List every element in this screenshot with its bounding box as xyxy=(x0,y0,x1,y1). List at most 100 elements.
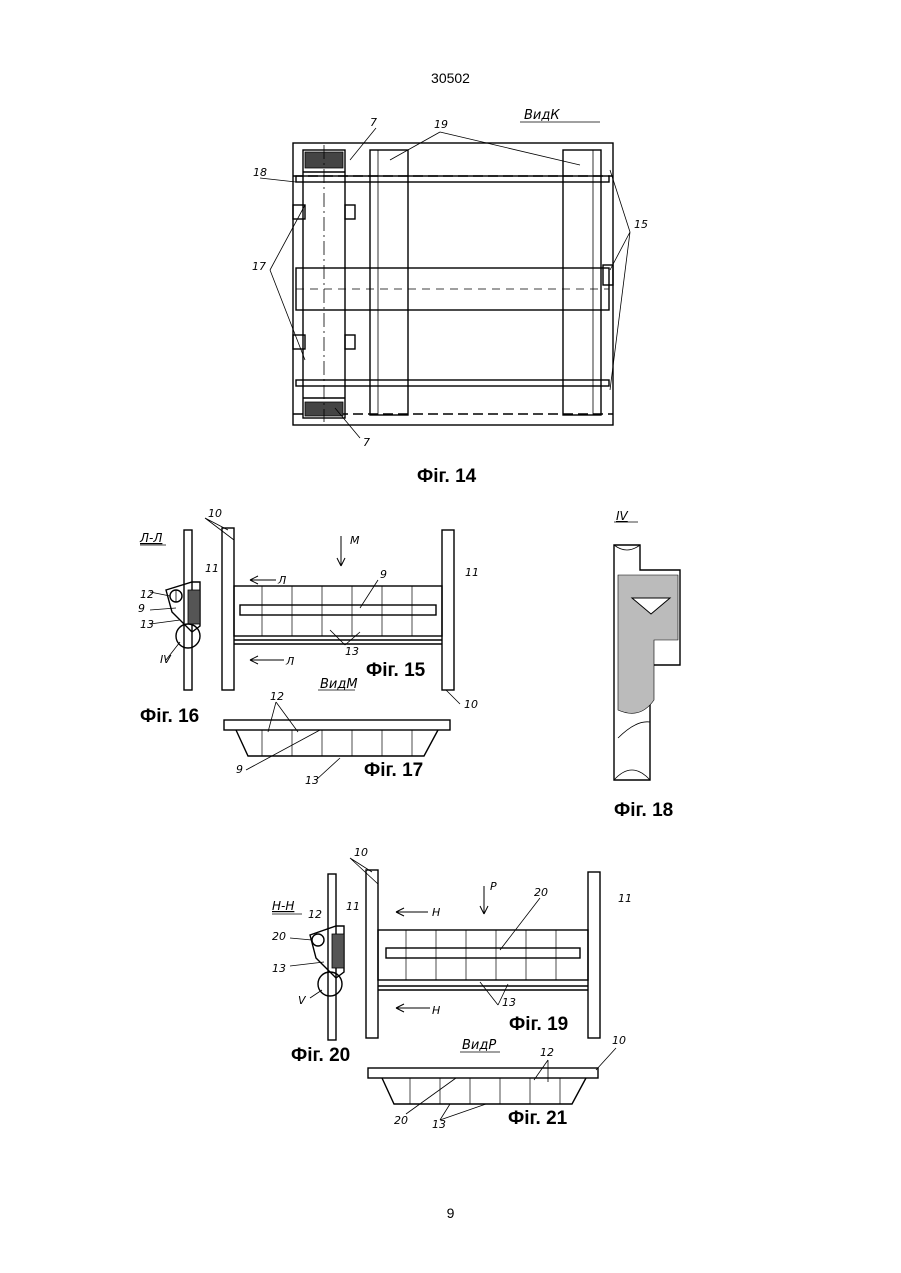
side-post-left xyxy=(366,870,378,1038)
leader-v xyxy=(310,990,322,998)
leader-17 xyxy=(270,205,305,360)
leader-13 xyxy=(316,758,340,780)
leader-9 xyxy=(246,730,320,770)
leader-20 xyxy=(290,938,312,940)
callout-13: 13 xyxy=(305,774,319,787)
frame-outline xyxy=(293,143,613,425)
callout-13: 13 xyxy=(432,1118,446,1131)
callout-11-left: 11 xyxy=(346,900,360,913)
caption-fig-16: Фіг. 16 xyxy=(140,706,199,728)
bracket xyxy=(345,335,355,349)
caption-fig-14: Фіг. 14 xyxy=(417,466,476,488)
callout-13: 13 xyxy=(140,618,154,631)
caption-fig-19: Фіг. 19 xyxy=(509,1014,568,1036)
callout-9: 9 xyxy=(236,763,243,776)
figure-18-drawing: IV xyxy=(614,509,680,780)
leader-10 xyxy=(446,690,460,704)
side-post-right xyxy=(588,872,600,1038)
leader-7 xyxy=(350,128,376,160)
bracket xyxy=(345,205,355,219)
leader-10 xyxy=(350,858,378,884)
detail-label-v: V xyxy=(298,994,307,1007)
callout-10: 10 xyxy=(612,1034,626,1047)
view-p-label: ВидР xyxy=(462,1038,496,1053)
view-m-arrow xyxy=(337,536,345,566)
section-title-l-l: Л-Л xyxy=(139,531,162,545)
top-bar xyxy=(224,720,450,730)
trough-profile xyxy=(236,730,438,756)
callout-11-right: 11 xyxy=(618,892,632,905)
leader-13 xyxy=(290,962,324,966)
callout-15: 15 xyxy=(634,218,648,231)
caption-fig-15: Фіг. 15 xyxy=(366,660,425,682)
callout-12: 12 xyxy=(308,908,322,921)
view-arrow-p: Р xyxy=(490,880,497,893)
rail-bottom xyxy=(296,380,609,386)
side-post-left xyxy=(222,528,234,690)
callout-20: 20 xyxy=(394,1114,408,1127)
callout-17: 17 xyxy=(252,260,266,273)
figure-21-drawing: ВидР 12 10 20 13 xyxy=(368,1034,626,1131)
detail-label-iv: IV xyxy=(160,653,172,666)
break-line-bottom xyxy=(614,770,650,780)
callout-10: 10 xyxy=(354,846,368,859)
leader-13 xyxy=(150,620,180,624)
callout-9: 9 xyxy=(380,568,387,581)
section-arrow-top xyxy=(250,576,276,584)
leader-9 xyxy=(150,608,176,610)
caption-fig-21: Фіг. 21 xyxy=(508,1108,567,1130)
hatched-section xyxy=(332,934,344,968)
panel-ribs xyxy=(406,930,556,980)
section-mark-bottom: Н xyxy=(432,1004,440,1017)
callout-9: 9 xyxy=(138,602,145,615)
leader-10 xyxy=(205,518,234,540)
caption-fig-17: Фіг. 17 xyxy=(364,760,423,782)
trough-profile xyxy=(382,1078,586,1104)
view-p-arrow xyxy=(480,886,488,914)
caption-fig-20: Фіг. 20 xyxy=(291,1045,350,1067)
leader-20 xyxy=(500,898,540,950)
hatched-section xyxy=(188,590,200,624)
view-arrow-m: М xyxy=(350,534,360,547)
leader-13 xyxy=(330,630,360,645)
trough-ribs xyxy=(262,730,412,756)
callout-18: 18 xyxy=(253,166,267,179)
callout-20: 20 xyxy=(272,930,286,943)
figure-14-drawing: ВидК 7 7 19 18 17 15 xyxy=(252,108,648,449)
section-mark-top: Л xyxy=(277,574,286,587)
callout-7-top: 7 xyxy=(370,116,377,129)
callout-13: 13 xyxy=(502,996,516,1009)
detail-label-iv: IV xyxy=(616,509,629,523)
detail-circle-v xyxy=(318,972,342,996)
leader-9 xyxy=(360,580,378,608)
caption-fig-18: Фіг. 18 xyxy=(614,800,673,822)
break-line-top xyxy=(614,545,640,550)
section-mark-bottom: Л xyxy=(285,655,294,668)
figure-19-drawing: 10 Р 20 11 11 13 Н Н xyxy=(346,846,632,1038)
callout-13: 13 xyxy=(272,962,286,975)
callout-7-bottom: 7 xyxy=(363,436,370,449)
side-post-right xyxy=(442,530,454,690)
crossbar-20 xyxy=(386,948,580,958)
figure-20-drawing: Н-Н 12 20 13 V xyxy=(272,874,344,1040)
panel-ribs xyxy=(262,586,412,636)
leader-20 xyxy=(406,1078,456,1114)
callout-13: 13 xyxy=(345,645,359,658)
callout-20: 20 xyxy=(534,886,548,899)
callout-12: 12 xyxy=(270,690,284,703)
leader-12 xyxy=(268,702,298,732)
callout-19: 19 xyxy=(434,118,448,131)
leader-19 xyxy=(390,132,580,165)
trough-ribs xyxy=(410,1078,560,1104)
grid-panel xyxy=(234,586,442,636)
callout-10: 10 xyxy=(208,507,222,520)
callout-12: 12 xyxy=(540,1046,554,1059)
page-number: 9 xyxy=(0,1205,901,1221)
section-arrow-bottom xyxy=(250,656,284,664)
rail-top xyxy=(296,176,609,182)
vertical-beam-right xyxy=(563,150,601,415)
vertical-beam-left xyxy=(370,150,408,415)
leader-10 xyxy=(596,1048,616,1070)
